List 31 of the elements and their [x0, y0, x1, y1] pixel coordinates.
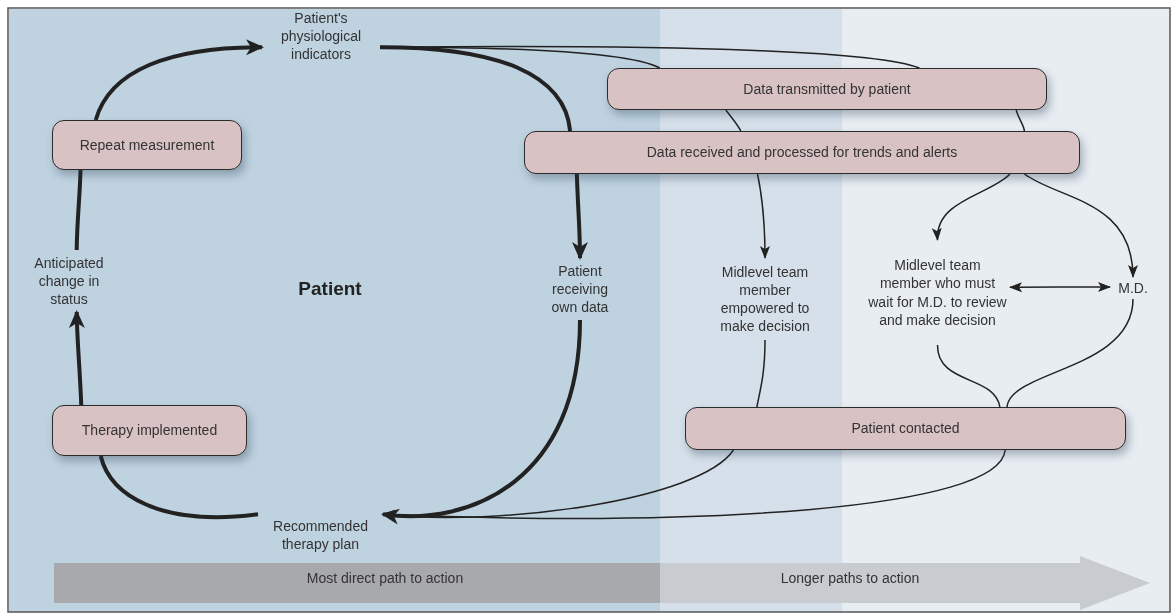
node-label: M.D. — [1118, 278, 1148, 298]
arrow — [571, 173, 588, 260]
process-box: Data received and processed for trends and alerts — [524, 131, 1080, 174]
connector-line — [936, 344, 1001, 408]
connector-line — [379, 45, 573, 132]
arrow — [933, 173, 1011, 241]
connector-line — [98, 455, 259, 520]
process-box: Therapy implemented — [52, 405, 247, 456]
process-box: Repeat measurement — [52, 120, 242, 170]
arrow — [1023, 173, 1137, 278]
connector-line — [74, 169, 83, 251]
arrow-label: Most direct path to action — [305, 570, 465, 586]
connector-line — [1015, 109, 1026, 132]
node-label: Anticipated change in status — [33, 253, 105, 309]
arrow — [756, 173, 770, 259]
connector-line — [1006, 298, 1134, 408]
arrow-label: Longer paths to action — [779, 570, 921, 586]
node-label: Midlevel team member who must wait for M.D. to review and make decision — [867, 256, 1008, 329]
process-box: Data transmitted by patient — [607, 68, 1047, 110]
connector-line — [756, 339, 766, 408]
arrow — [69, 310, 85, 406]
arrow — [381, 319, 582, 524]
node-label: Recommended therapy plan — [272, 516, 369, 554]
node-label: Patient receiving own data — [550, 261, 610, 317]
arrow — [93, 39, 264, 121]
arrow — [1009, 281, 1111, 293]
zone-title: Patient — [297, 278, 363, 300]
node-label: Midlevel team member empowered to make decision — [719, 262, 811, 336]
connector-line — [725, 109, 742, 132]
node-label: Patient's physiological indicators — [279, 8, 363, 64]
process-box: Patient contacted — [685, 407, 1126, 450]
